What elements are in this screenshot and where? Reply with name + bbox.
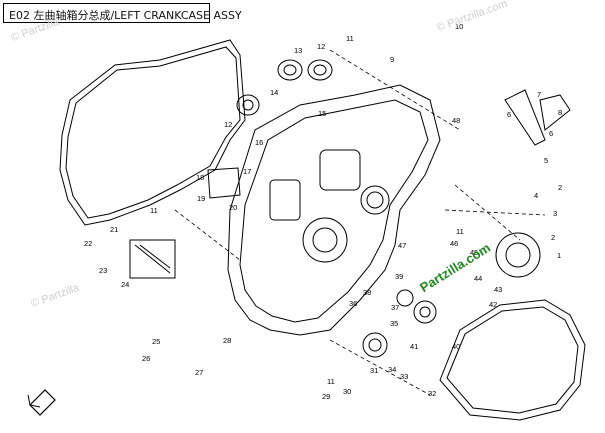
callout-11c: 11 [456,227,464,236]
callout-9: 9 [390,55,394,64]
callout-labels: 1 2 2 3 4 5 6 6 7 8 9 10 11 11 11 11 12 … [84,22,562,401]
crankcase-body [227,84,441,336]
callout-42: 42 [489,300,497,309]
callout-8: 8 [558,108,562,117]
callout-28: 28 [223,336,231,345]
callout-13: 13 [294,46,302,55]
callout-14: 14 [270,88,278,97]
callout-11d: 11 [327,377,335,386]
callout-23: 23 [99,266,107,275]
callout-44: 44 [474,274,482,283]
diagram-title-box: E02 左曲轴箱分总成/LEFT CRANKCASE ASSY [3,3,242,23]
callout-11: 11 [346,34,354,43]
callout-7: 7 [537,90,541,99]
callout-15: 15 [318,109,326,118]
callout-31: 31 [370,366,378,375]
callout-16: 16 [255,138,263,147]
callout-30: 30 [343,387,351,396]
callout-35: 35 [390,319,398,328]
callout-39: 39 [395,272,403,281]
callout-6b: 6 [549,129,553,138]
callout-22: 22 [84,239,92,248]
callout-34: 34 [388,365,396,374]
callout-11b: 11 [150,206,158,215]
callout-3: 3 [553,209,557,218]
callout-12: 12 [317,42,325,51]
parts-artwork [27,39,586,421]
callout-33: 33 [400,372,408,381]
diagram-title: E02 左曲轴箱分总成/LEFT CRANKCASE ASSY [9,9,242,22]
callout-27: 27 [195,368,203,377]
callout-24: 24 [121,280,129,289]
callout-25: 25 [152,337,160,346]
callout-43: 43 [494,285,502,294]
callout-17: 17 [243,167,251,176]
callout-26: 26 [142,354,150,363]
callout-1: 1 [557,251,561,260]
callout-20: 20 [229,203,237,212]
callout-29: 29 [322,392,330,401]
callout-40: 40 [452,342,460,351]
callout-21: 21 [110,225,118,234]
callout-2: 2 [558,183,562,192]
callout-18: 18 [196,173,204,182]
callout-12b: 12 [224,120,232,129]
arrow-icon [27,389,56,416]
callout-2b: 2 [551,233,555,242]
gasket-right [439,299,586,421]
callout-38: 38 [363,288,371,297]
callout-6: 6 [507,110,511,119]
callout-48: 48 [452,116,460,125]
gasket-left [59,39,246,226]
callout-47: 47 [398,241,406,250]
callout-32: 32 [428,389,436,398]
callout-5: 5 [544,156,548,165]
callout-4: 4 [534,191,538,200]
callout-37: 37 [391,303,399,312]
callout-10: 10 [455,22,463,31]
callout-36: 36 [349,299,357,308]
callout-41: 41 [410,342,418,351]
callout-46: 46 [450,239,458,248]
callout-45: 45 [470,248,478,257]
callout-19: 19 [197,194,205,203]
